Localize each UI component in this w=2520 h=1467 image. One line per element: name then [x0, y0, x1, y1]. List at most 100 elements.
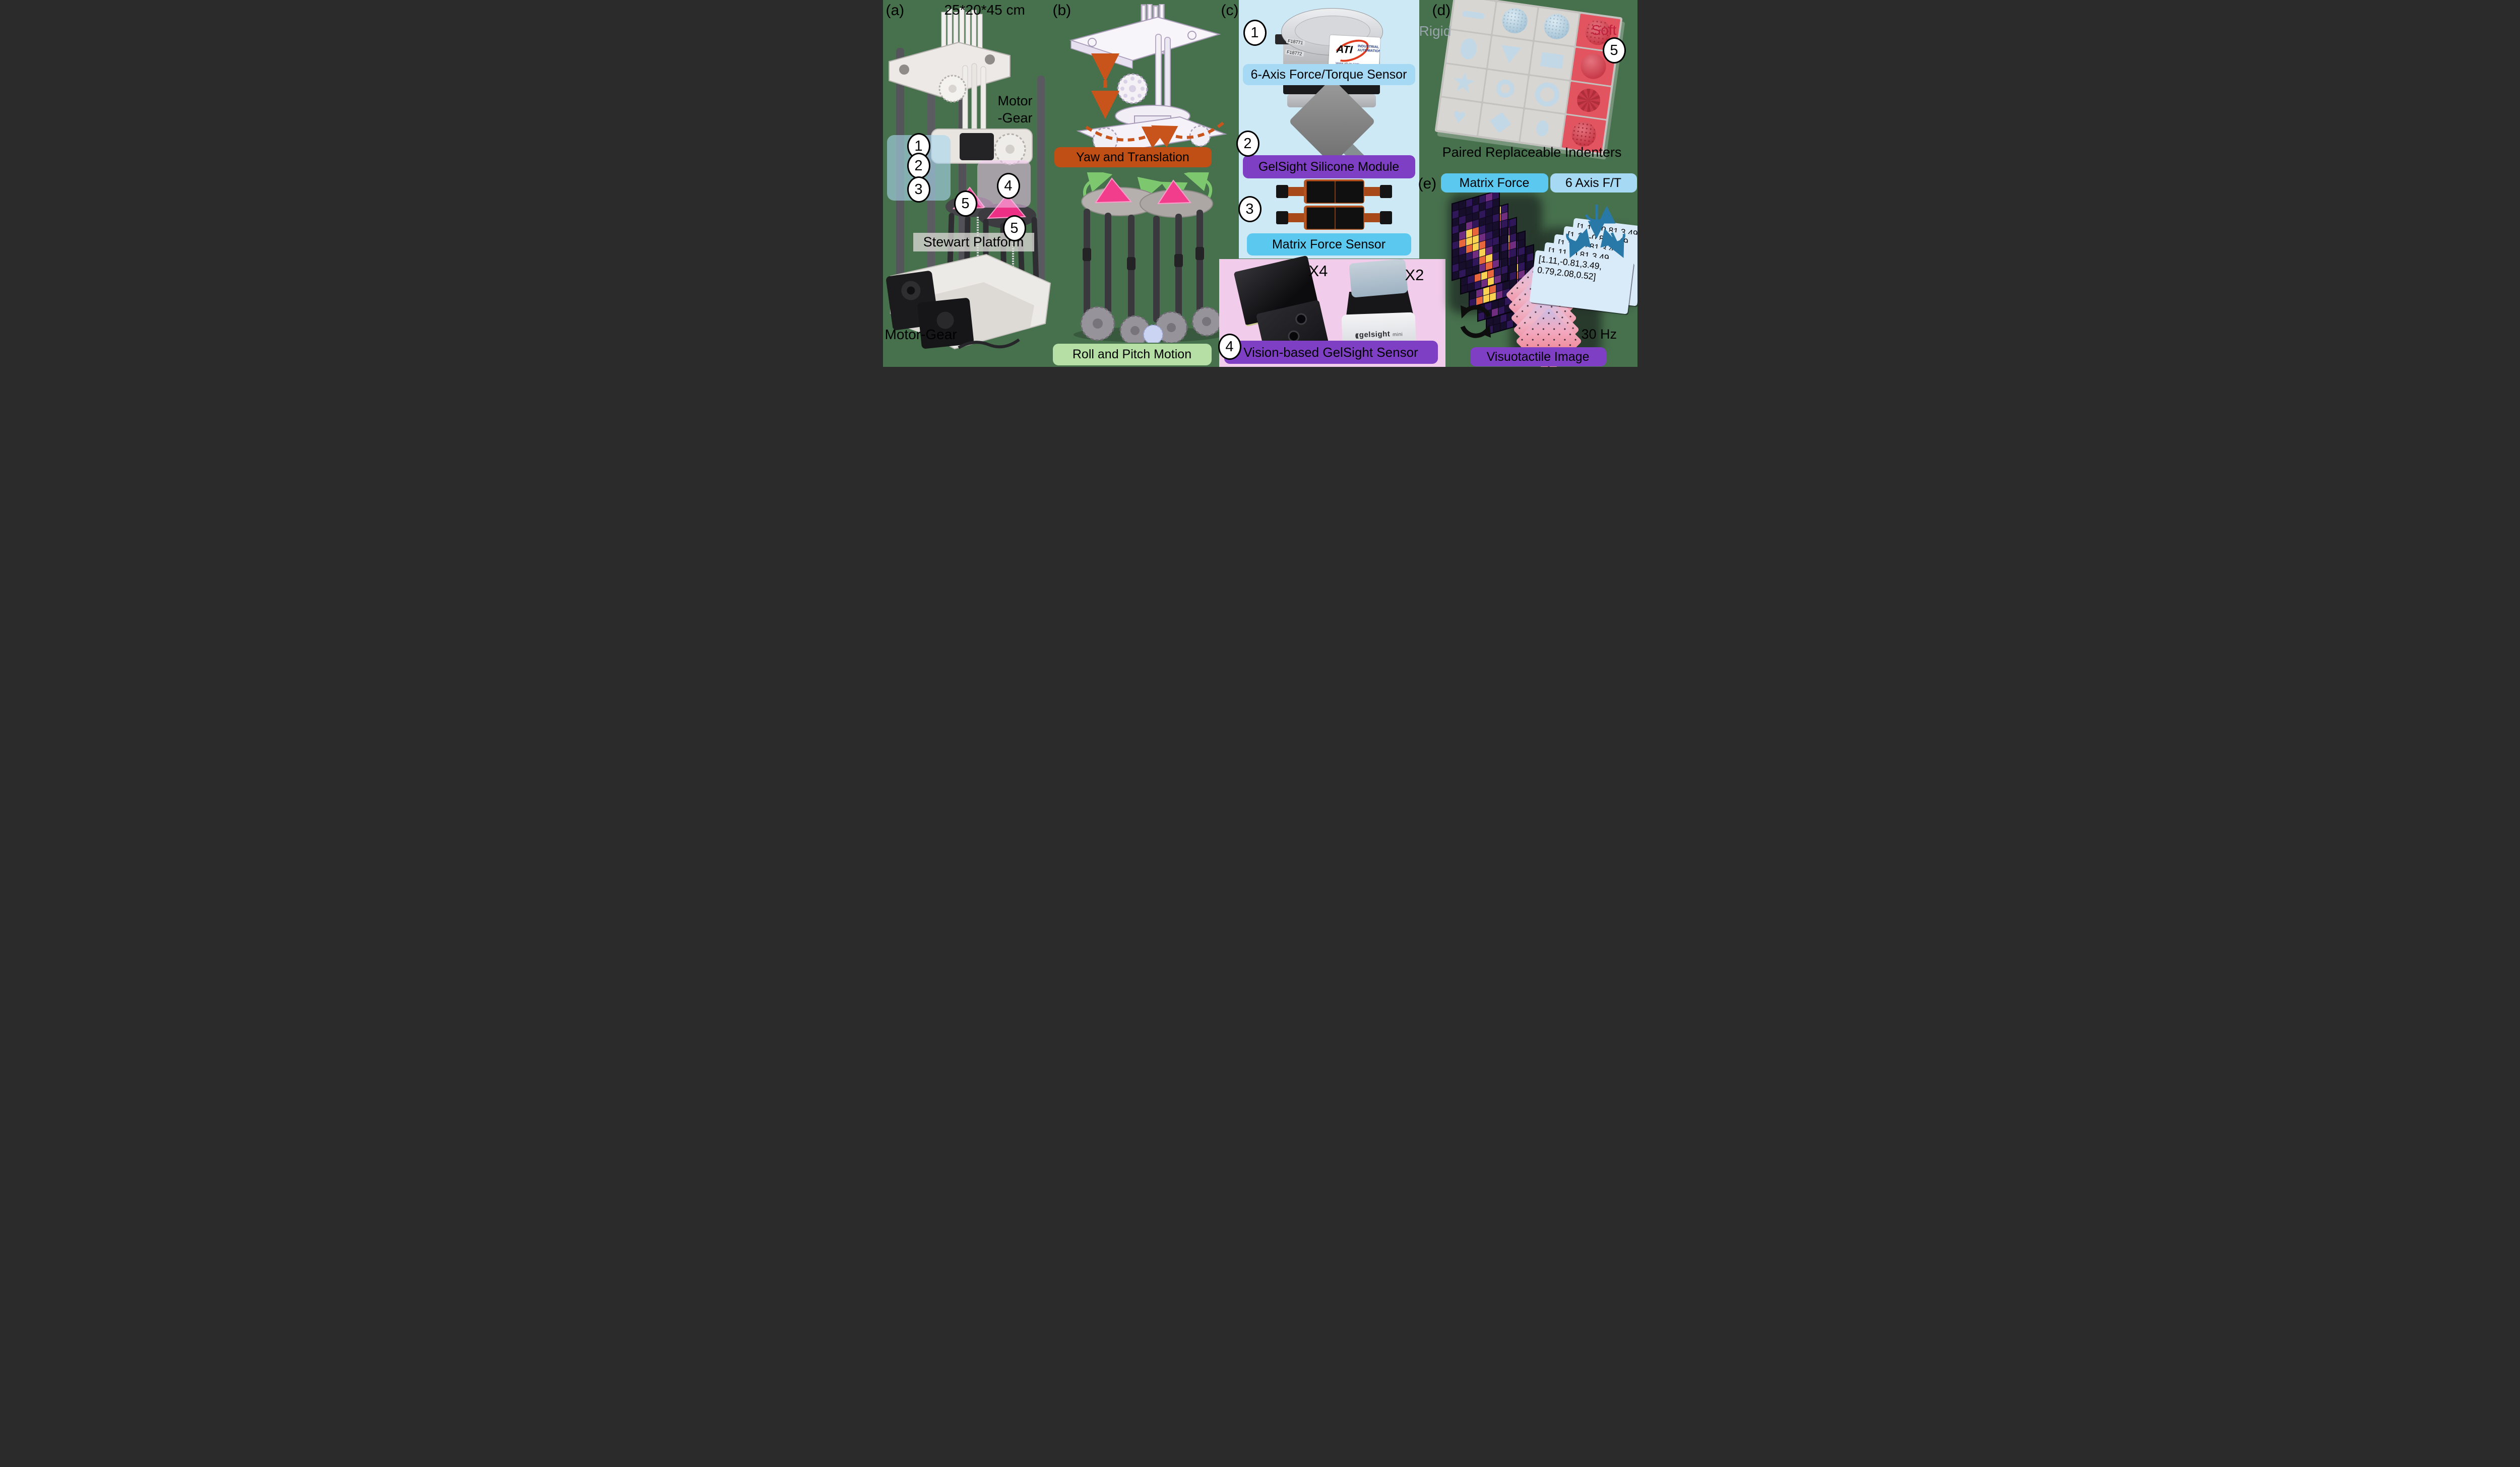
- matrix-force-banner-text: Matrix Force: [1459, 175, 1530, 190]
- indenter-caption: Paired Replaceable Indenters: [1442, 145, 1622, 160]
- callout-5b: 5: [1002, 215, 1026, 241]
- sensor-pad: [1306, 207, 1335, 229]
- panel-a-dimensions: 25*20*45 cm: [944, 2, 1025, 18]
- rigid-label: Rigid: [1419, 23, 1452, 39]
- silicone-caption-banner: GelSight Silicone Module: [1242, 155, 1415, 178]
- yaw-translation-banner-text: Yaw and Translation: [1076, 150, 1189, 164]
- callout-d5-num: 5: [1610, 42, 1618, 58]
- figure-canvas: (a) 25*20*45 cm Motor -Gear 1 2 3 4 5 5 …: [883, 0, 1637, 367]
- indenter-triangle: [1499, 45, 1521, 65]
- callout-c2: 2: [1236, 131, 1259, 157]
- motor-gear-top-line1: Motor: [997, 93, 1033, 108]
- six-axis-ft-banner: 6 Axis F/T: [1550, 173, 1637, 193]
- heatmap-cell: [1485, 261, 1492, 271]
- indenter-tile-soft: [1566, 81, 1611, 119]
- indenter-textured-dome: [1542, 12, 1571, 41]
- ft-card-front: [1.11,-0.81,3.49, 0.79,2.08,0.52]: [1529, 250, 1634, 314]
- ft-sensor-caption: 6-Axis Force/Torque Sensor: [1250, 67, 1407, 82]
- motor-gear-bottom-label: Motor-Gear: [885, 327, 957, 342]
- indenter-tile: [1487, 36, 1533, 74]
- vision-gelsight-caption-banner: Vision-based GelSight Sensor: [1224, 341, 1438, 364]
- bracket-hole: [1294, 312, 1308, 326]
- panel-d-label: (d): [1432, 2, 1451, 19]
- x2-label: X2: [1405, 266, 1424, 284]
- indenter-small-ellipse: [1535, 119, 1549, 137]
- callout-c4: 4: [1218, 334, 1241, 360]
- heatmap-cell: [1474, 280, 1481, 290]
- indenter-tile: ♥: [1436, 97, 1481, 136]
- indenter-ring-large: [1533, 81, 1561, 108]
- indenter-star: [1451, 71, 1476, 95]
- heatmap-cell: [1489, 292, 1496, 301]
- silicone-face: [1288, 78, 1375, 165]
- panel-a-label: (a): [886, 2, 905, 19]
- connector-left: [1276, 185, 1288, 198]
- indenter-tile: [1520, 109, 1564, 148]
- gelsight-logo-name: gelsight: [1358, 329, 1391, 339]
- ati-logo-text: ATI: [1336, 43, 1353, 56]
- panel-c-label: (c): [1221, 2, 1239, 19]
- ati-sub-text: INDUSTRIAL AUTOMATION: [1357, 44, 1380, 53]
- connector-right: [1379, 211, 1392, 224]
- matrix-sensor-caption: Matrix Force Sensor: [1272, 237, 1386, 251]
- callout-c1: 1: [1243, 20, 1267, 46]
- heatmap-cell: [1459, 269, 1466, 278]
- indenter-tile: [1492, 2, 1537, 40]
- callout-5a-num: 5: [961, 195, 970, 212]
- callout-4: 4: [996, 173, 1020, 199]
- motor-gear-top-line2: -Gear: [997, 110, 1033, 125]
- indenter-soft-berry: [1569, 120, 1598, 148]
- visuotactile-banner-text: Visuotactile Image: [1486, 349, 1590, 364]
- sensor-pad: [1335, 181, 1364, 203]
- indenter-slab: [1539, 52, 1564, 70]
- indenter-tile: [1441, 63, 1486, 102]
- silicone-caption: GelSight Silicone Module: [1258, 159, 1400, 174]
- heatmap-cell: [1467, 282, 1474, 292]
- panel-e-label: (e): [1418, 175, 1437, 192]
- six-dof-arrows-icon: [1565, 205, 1625, 258]
- callout-4-num: 4: [1004, 177, 1013, 194]
- heatmap-cell: [1466, 267, 1472, 276]
- visuotactile-banner: Visuotactile Image: [1470, 347, 1606, 366]
- heatmap-layer: [1451, 189, 1500, 281]
- indenter-tile: [1524, 75, 1569, 113]
- callout-5a: 5: [954, 190, 977, 217]
- stewart-robot-render: [886, 8, 1051, 350]
- indenter-soft-smooth-dome: [1579, 52, 1608, 81]
- matrix-sensor-unit: [1276, 206, 1392, 230]
- indenter-textured-dome: [1500, 7, 1529, 35]
- gelsight-mini-logo: (((gelsight mini: [1355, 329, 1403, 339]
- callout-2-num: 2: [914, 157, 923, 174]
- roll-pitch-render: [1073, 172, 1225, 343]
- matrix-sensor-caption-banner: Matrix Force Sensor: [1246, 233, 1411, 256]
- gelsight-mini-gel: [1348, 259, 1408, 298]
- connector-right: [1379, 185, 1392, 198]
- soft-label: Soft: [1591, 22, 1617, 38]
- gelsight-waves-icon: (((: [1355, 332, 1358, 339]
- callout-c4-num: 4: [1225, 338, 1234, 355]
- callout-1-num: 1: [914, 138, 923, 154]
- indenter-ring-small: [1495, 78, 1516, 99]
- callout-d5: 5: [1602, 37, 1626, 63]
- matrix-sensor-unit: [1276, 179, 1392, 204]
- ft-sensor-caption-banner: 6-Axis Force/Torque Sensor: [1242, 64, 1415, 85]
- heatmap-cell: [1479, 263, 1485, 272]
- matrix-force-banner: Matrix Force: [1440, 173, 1548, 193]
- sensor-pad: [1306, 181, 1335, 203]
- heatmap-cell: [1487, 277, 1494, 286]
- indenter-soft-shell: [1575, 87, 1602, 113]
- heatmap-cell: [1472, 265, 1479, 274]
- silicone-module-photo: [1286, 78, 1382, 174]
- indenter-diamond: [1490, 111, 1511, 133]
- indenter-tile: [1451, 0, 1496, 34]
- callout-c3-num: 3: [1245, 201, 1254, 217]
- connector-left: [1276, 211, 1288, 224]
- heatmap-cell: [1461, 284, 1467, 294]
- indenter-tile: [1483, 70, 1528, 108]
- callout-5b-num: 5: [1010, 220, 1019, 236]
- indenter-tile: [1534, 8, 1579, 46]
- rate-label: 30 Hz: [1581, 327, 1617, 342]
- callout-c1-num: 1: [1250, 24, 1259, 41]
- motor-gear-top-label: Motor -Gear: [998, 93, 1033, 127]
- indenter-heart: ♥: [1451, 103, 1468, 130]
